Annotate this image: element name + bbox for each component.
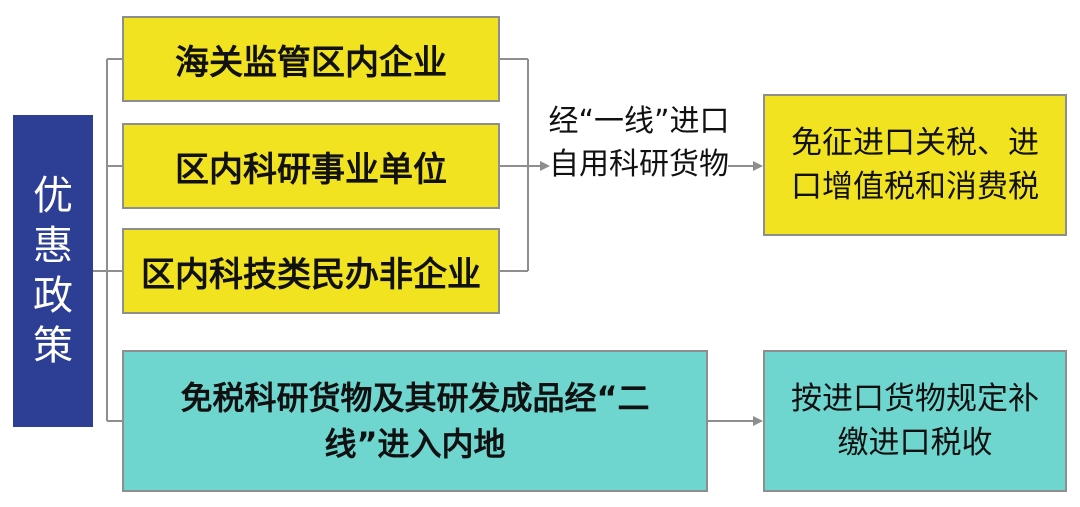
entity-label-1: 海关监管区内企业: [175, 42, 447, 83]
second-line-label: 免税科研货物及其研发成品经“二线”进入内地: [180, 379, 650, 463]
result-box-bottom: 按进口货物规定补缴进口税收: [763, 350, 1067, 492]
result-box-top: 免征进口关税、进口增值税和消费税: [763, 94, 1067, 236]
entity-label-3: 区内科技类民办非企业: [141, 254, 481, 295]
entity-box-3: 区内科技类民办非企业: [122, 228, 500, 314]
preferential-policy-label: 优惠政策: [33, 173, 73, 369]
second-line-box: 免税科研货物及其研发成品经“二线”进入内地: [122, 350, 708, 492]
preferential-policy-box: 优惠政策: [13, 115, 93, 427]
result-label-top: 免征进口关税、进口增值税和消费税: [791, 125, 1039, 205]
result-label-bottom: 按进口货物规定补缴进口税收: [791, 381, 1039, 461]
entity-box-1: 海关监管区内企业: [122, 16, 500, 102]
middle-goods-label: 经“一线”进口自用科研货物: [548, 104, 730, 182]
entity-label-2: 区内科研事业单位: [175, 149, 447, 190]
entity-box-2: 区内科研事业单位: [122, 123, 500, 209]
